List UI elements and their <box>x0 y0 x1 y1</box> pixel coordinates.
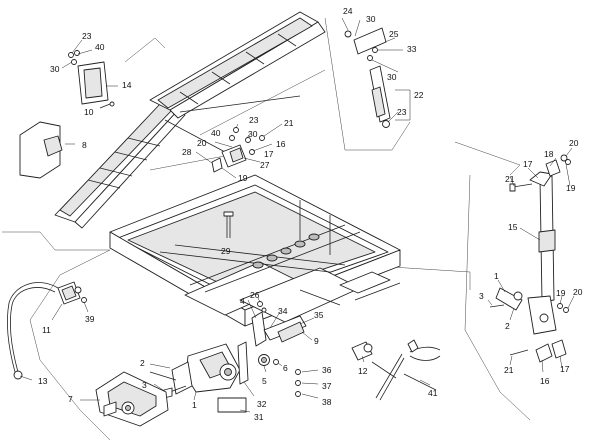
callout-17b: 17 <box>523 159 533 169</box>
callout-21a: 21 <box>284 118 294 128</box>
part-8-hinge <box>19 121 75 179</box>
callout-41: 41 <box>428 388 438 398</box>
callout-33: 33 <box>407 44 417 54</box>
callout-19a: 19 <box>238 173 248 183</box>
callout-11: 11 <box>42 325 51 335</box>
callout-23a: 23 <box>82 31 92 41</box>
callout-19b: 19 <box>566 183 576 193</box>
callout-3b: 3 <box>142 380 147 390</box>
part-29-bolt <box>223 211 234 238</box>
callout-14: 14 <box>122 80 132 90</box>
callout-30b: 30 <box>366 14 376 24</box>
part-22-gas-strut <box>341 17 411 128</box>
part-15-support-arm <box>487 147 575 373</box>
callout-20c: 20 <box>573 287 583 297</box>
callout-27: 27 <box>260 160 270 170</box>
callout-7: 7 <box>68 394 73 404</box>
part-7-cover <box>80 371 169 427</box>
callout-21c: 21 <box>504 365 514 375</box>
latch-assembly-center <box>195 123 283 179</box>
callout-23b: 23 <box>397 107 407 117</box>
callout-38: 38 <box>322 397 332 407</box>
callout-35: 35 <box>314 310 324 320</box>
callout-16a: 16 <box>276 139 286 149</box>
lid-panel <box>54 11 326 229</box>
callout-17a: 17 <box>264 149 274 159</box>
callout-20b: 20 <box>569 138 579 148</box>
callout-1a: 1 <box>494 271 499 281</box>
base-frame <box>109 174 401 327</box>
callout-24: 24 <box>343 6 353 16</box>
callout-4: 4 <box>240 296 245 306</box>
latch-body-bottom <box>149 341 283 413</box>
callout-30d: 30 <box>248 129 258 139</box>
callout-13: 13 <box>38 376 48 386</box>
callout-5: 5 <box>262 376 267 386</box>
callout-21b: 21 <box>505 174 515 184</box>
callout-39: 39 <box>85 314 95 324</box>
callout-36: 36 <box>322 365 332 375</box>
callout-2b: 2 <box>140 358 145 368</box>
callout-23c: 23 <box>249 115 259 125</box>
washers-36-38 <box>295 369 319 399</box>
lock-mechanism <box>247 297 315 347</box>
callout-8: 8 <box>82 140 87 150</box>
callout-19c: 19 <box>556 288 566 298</box>
callout-26: 26 <box>250 290 260 300</box>
callout-40a: 40 <box>95 42 105 52</box>
callout-1b: 1 <box>192 400 197 410</box>
callout-31: 31 <box>254 412 264 422</box>
callout-10: 10 <box>84 107 94 117</box>
callout-40b: 40 <box>211 128 221 138</box>
callout-29: 29 <box>221 246 231 256</box>
callout-28: 28 <box>182 147 192 157</box>
callout-15: 15 <box>508 222 518 232</box>
callout-25: 25 <box>389 29 399 39</box>
callout-34: 34 <box>278 306 288 316</box>
callout-12: 12 <box>358 366 368 376</box>
callout-22: 22 <box>414 90 424 100</box>
part-41-pull-cord <box>371 339 441 401</box>
callout-20a: 20 <box>197 138 207 148</box>
callout-30c: 30 <box>387 72 397 82</box>
part-13-cable <box>7 281 89 381</box>
callout-17c: 17 <box>560 364 570 374</box>
part-14-bracket <box>61 39 118 109</box>
part-12-knob <box>351 341 373 363</box>
callout-3a: 3 <box>479 291 484 301</box>
callout-18: 18 <box>544 149 554 159</box>
callout-6: 6 <box>283 363 288 373</box>
callout-2a: 2 <box>505 321 510 331</box>
callout-16b: 16 <box>540 376 550 386</box>
callout-30a: 30 <box>50 64 60 74</box>
callout-9: 9 <box>314 336 319 346</box>
callout-32: 32 <box>257 399 267 409</box>
callout-37: 37 <box>322 381 332 391</box>
